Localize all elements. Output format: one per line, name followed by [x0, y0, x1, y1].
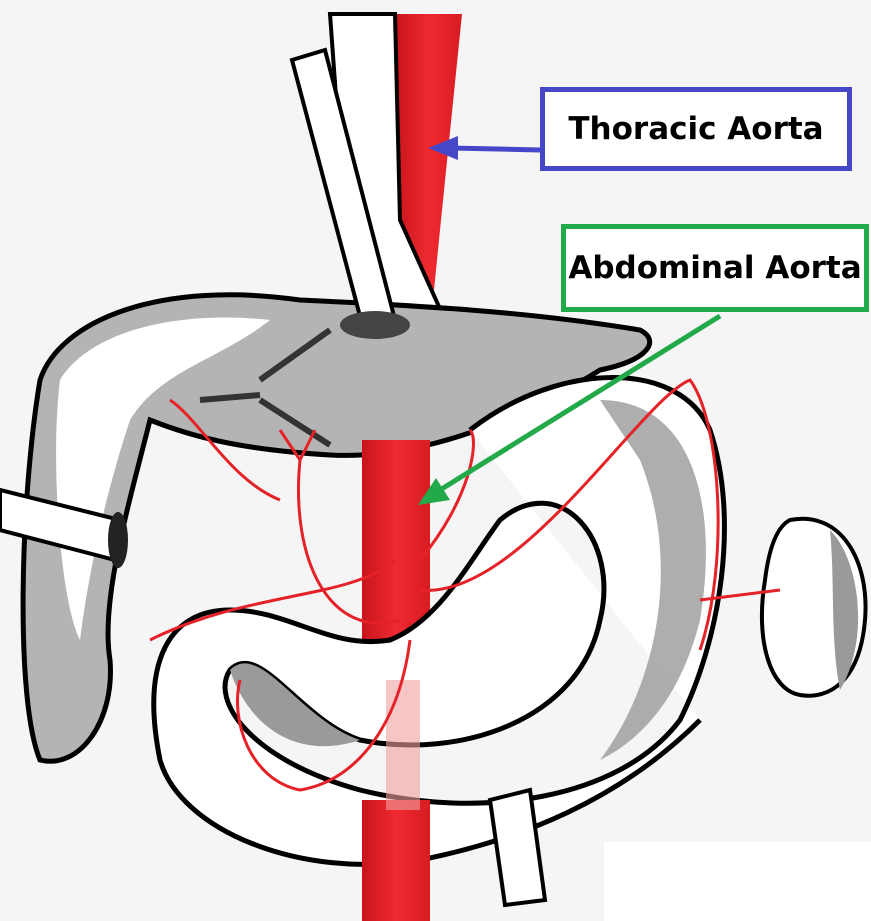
blank-corner [604, 842, 871, 921]
thoracic-arrowhead [428, 136, 458, 160]
abdominal-aorta [362, 440, 430, 640]
thoracic-aorta-label: Thoracic Aorta [540, 87, 852, 171]
stomach [151, 375, 727, 867]
arteries [149, 378, 781, 792]
lower-tube [487, 787, 548, 908]
aorta-behind-stomach [386, 680, 420, 810]
liver-highlight [56, 317, 270, 640]
abdominal-aorta-label: Abdominal Aorta [561, 224, 869, 312]
thoracic-arrow-line [449, 145, 541, 153]
spleen-shading [830, 530, 859, 690]
liver-fissure [199, 327, 332, 448]
abdominal-arrowhead [418, 478, 450, 505]
esophageal-hiatus [340, 311, 410, 339]
stomach-shading [600, 400, 706, 760]
duodenum-shading [230, 663, 360, 747]
tube-opening [108, 512, 128, 568]
thoracic-aorta [395, 14, 462, 310]
abdominal-aorta-lower [362, 800, 430, 921]
abdominal-arrow-line [438, 313, 722, 493]
